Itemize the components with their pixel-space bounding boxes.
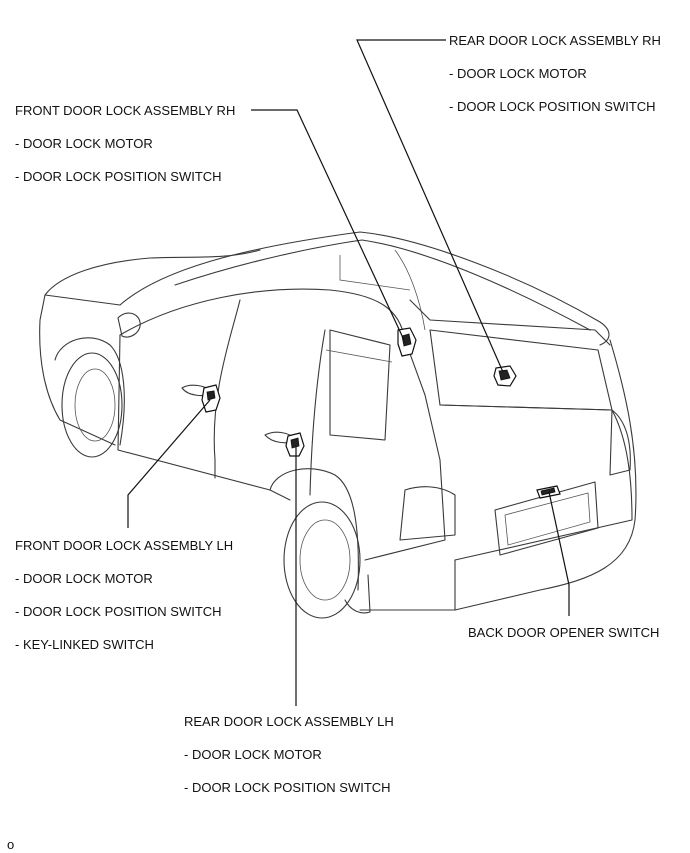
callout-item: - DOOR LOCK POSITION SWITCH xyxy=(15,604,222,619)
callout-title: REAR DOOR LOCK ASSEMBLY RH xyxy=(449,33,661,48)
callout-item: - DOOR LOCK MOTOR xyxy=(449,66,587,81)
leader-front-rh xyxy=(251,109,405,341)
callout-title: REAR DOOR LOCK ASSEMBLY LH xyxy=(184,714,394,729)
callout-item: - DOOR LOCK POSITION SWITCH xyxy=(449,99,656,114)
leader-front-lh xyxy=(127,399,211,528)
callout-rear-door-lock-rh: REAR DOOR LOCK ASSEMBLY RH - DOOR LOCK M… xyxy=(449,34,661,113)
callout-rear-door-lock-lh: REAR DOOR LOCK ASSEMBLY LH - DOOR LOCK M… xyxy=(184,715,394,794)
leader-rear-rh xyxy=(356,39,504,373)
callout-title: FRONT DOOR LOCK ASSEMBLY LH xyxy=(15,538,234,553)
leader-lines xyxy=(127,39,570,706)
callout-title: BACK DOOR OPENER SWITCH xyxy=(468,625,660,640)
callout-item: - DOOR LOCK MOTOR xyxy=(184,747,322,762)
vehicle-outline xyxy=(39,231,637,619)
rear-lh-lock-part xyxy=(285,432,305,457)
rear-rh-lock-part xyxy=(493,365,517,387)
front-lh-lock-part xyxy=(201,384,221,413)
corner-mark: o xyxy=(7,837,15,852)
callout-front-door-lock-lh: FRONT DOOR LOCK ASSEMBLY LH - DOOR LOCK … xyxy=(15,539,233,651)
callout-item: - KEY-LINKED SWITCH xyxy=(15,637,154,652)
callout-title: FRONT DOOR LOCK ASSEMBLY RH xyxy=(15,103,236,118)
callout-item: - DOOR LOCK MOTOR xyxy=(15,136,153,151)
leader-back-door xyxy=(548,491,570,616)
callout-item: - DOOR LOCK POSITION SWITCH xyxy=(15,169,222,184)
callout-item: - DOOR LOCK POSITION SWITCH xyxy=(184,780,391,795)
callout-front-door-lock-rh: FRONT DOOR LOCK ASSEMBLY RH - DOOR LOCK … xyxy=(15,104,235,183)
front-rh-lock-part xyxy=(397,327,417,357)
callout-back-door-opener-switch: BACK DOOR OPENER SWITCH xyxy=(468,626,659,639)
callout-item: - DOOR LOCK MOTOR xyxy=(15,571,153,586)
back-door-switch-part xyxy=(536,485,561,499)
